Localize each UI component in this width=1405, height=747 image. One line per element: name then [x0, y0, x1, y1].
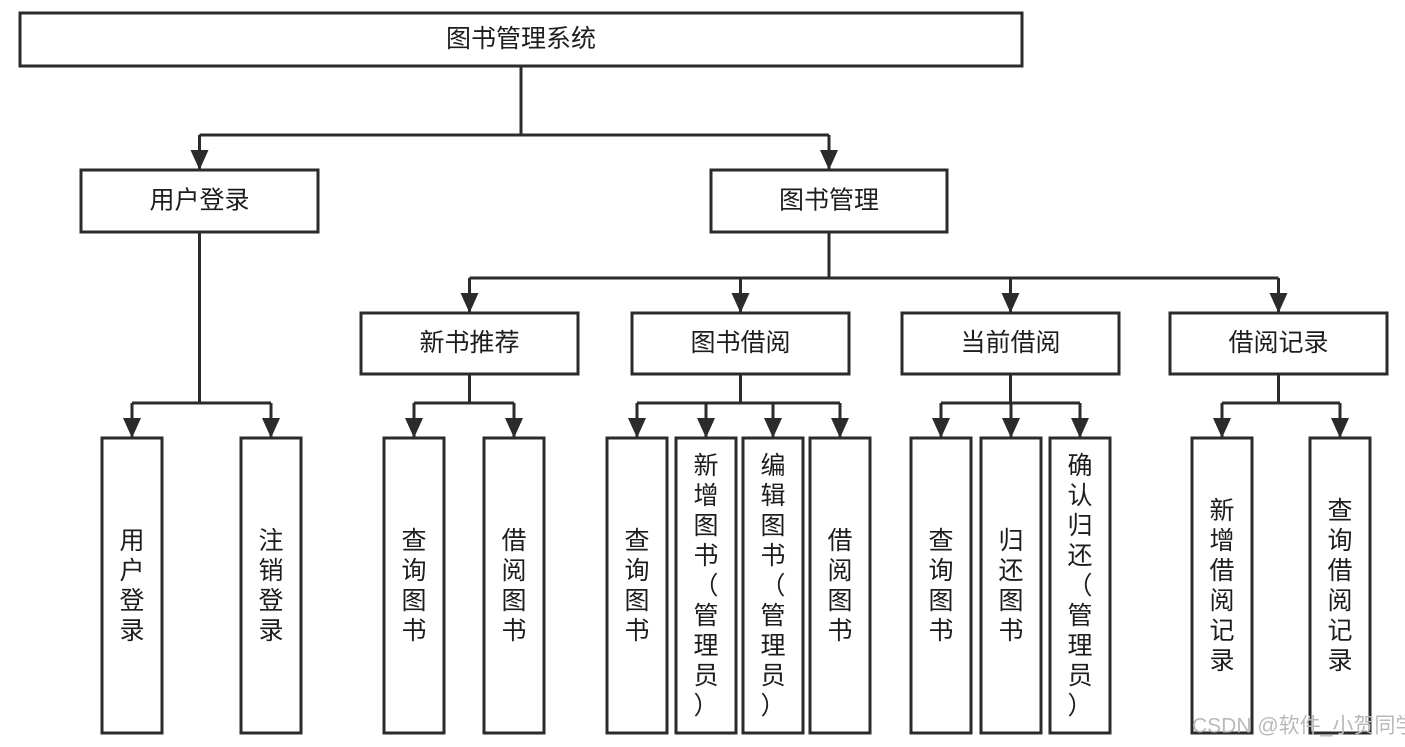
node-layer: 图书管理系统用户登录图书管理新书推荐图书借阅当前借阅借阅记录用户登录注销登录查询…	[18, 11, 1389, 735]
node-box-borrow-record[interactable]	[1168, 311, 1389, 376]
edge-group-current-borrow	[932, 374, 1089, 438]
node-leaf-add-book[interactable]: 新增图书（管理员）	[674, 436, 738, 735]
arrow-head-icon	[123, 418, 141, 438]
edge-group-user-login	[123, 232, 280, 438]
node-label-leaf-edit-book: 编辑图书（管理员）	[760, 452, 785, 720]
node-leaf-user-login[interactable]: 用户登录	[100, 436, 164, 735]
node-box-current-borrow[interactable]	[900, 311, 1121, 376]
node-leaf-query-book-2[interactable]: 查询图书	[605, 436, 669, 735]
node-label-leaf-add-book: 新增图书（管理员）	[693, 452, 718, 720]
node-label-root: 图书管理系统	[446, 25, 596, 53]
arrow-head-icon	[820, 150, 838, 170]
node-leaf-query-record[interactable]: 查询借阅记录	[1308, 436, 1372, 735]
node-label-leaf-borrow-book-2: 借阅图书	[827, 527, 852, 645]
node-box-leaf-query-record[interactable]	[1308, 436, 1372, 735]
node-box-root[interactable]	[18, 11, 1024, 68]
node-leaf-borrow-book-1[interactable]: 借阅图书	[482, 436, 546, 735]
arrow-head-icon	[1213, 418, 1231, 438]
node-leaf-query-book-3[interactable]: 查询图书	[909, 436, 973, 735]
watermark-label: CSDN @软件_小贺同学	[1192, 715, 1405, 738]
node-label-leaf-query-book-1: 查询图书	[401, 527, 426, 645]
node-box-leaf-confirm-return[interactable]	[1048, 436, 1112, 735]
node-new-book-rec[interactable]: 新书推荐	[359, 311, 580, 376]
node-box-book-borrow[interactable]	[630, 311, 851, 376]
node-box-leaf-logout[interactable]	[239, 436, 303, 735]
node-label-leaf-confirm-return: 确认归还（管理员）	[1067, 452, 1092, 720]
arrow-head-icon	[1002, 418, 1020, 438]
node-label-leaf-add-record: 新增借阅记录	[1209, 497, 1234, 675]
node-label-user-login: 用户登录	[149, 187, 249, 215]
node-box-new-book-rec[interactable]	[359, 311, 580, 376]
arrow-head-icon	[764, 418, 782, 438]
node-leaf-borrow-book-2[interactable]: 借阅图书	[808, 436, 872, 735]
node-label-book-borrow: 图书借阅	[690, 329, 790, 357]
node-box-leaf-query-book-3[interactable]	[909, 436, 973, 735]
arrow-head-icon	[1269, 293, 1288, 313]
node-label-leaf-query-book-2: 查询图书	[624, 527, 649, 645]
node-leaf-return-book[interactable]: 归还图书	[979, 436, 1043, 735]
node-leaf-confirm-return[interactable]: 确认归还（管理员）	[1048, 436, 1112, 735]
edge-group-borrow-record	[1213, 374, 1349, 438]
node-label-leaf-query-book-3: 查询图书	[928, 527, 953, 645]
arrow-head-icon	[697, 418, 715, 438]
node-box-leaf-query-book-2[interactable]	[605, 436, 669, 735]
node-root[interactable]: 图书管理系统	[18, 11, 1024, 68]
node-label-borrow-record: 借阅记录	[1228, 329, 1328, 357]
node-current-borrow[interactable]: 当前借阅	[900, 311, 1121, 376]
edge-group-book-borrow	[628, 374, 849, 438]
arrow-head-icon	[831, 418, 849, 438]
node-book-manage[interactable]: 图书管理	[709, 168, 949, 234]
node-label-leaf-query-record: 查询借阅记录	[1327, 497, 1352, 675]
arrow-head-icon	[262, 418, 280, 438]
node-box-leaf-user-login[interactable]	[100, 436, 164, 735]
arrow-head-icon	[731, 293, 750, 313]
node-box-leaf-edit-book[interactable]	[741, 436, 805, 735]
node-box-user-login[interactable]	[79, 168, 320, 234]
arrow-head-icon	[1001, 293, 1020, 313]
node-leaf-logout[interactable]: 注销登录	[239, 436, 303, 735]
node-label-leaf-logout: 注销登录	[258, 527, 283, 645]
node-box-leaf-add-record[interactable]	[1190, 436, 1254, 735]
arrow-head-icon	[932, 418, 950, 438]
node-label-book-manage: 图书管理	[779, 187, 879, 215]
arrow-head-icon	[1071, 418, 1089, 438]
arrow-head-icon	[190, 150, 209, 170]
node-box-leaf-query-book-1[interactable]	[382, 436, 446, 735]
node-leaf-edit-book[interactable]: 编辑图书（管理员）	[741, 436, 805, 735]
node-box-leaf-add-book[interactable]	[674, 436, 738, 735]
node-leaf-query-book-1[interactable]: 查询图书	[382, 436, 446, 735]
node-leaf-add-record[interactable]: 新增借阅记录	[1190, 436, 1254, 735]
node-box-book-manage[interactable]	[709, 168, 949, 234]
node-box-leaf-borrow-book-2[interactable]	[808, 436, 872, 735]
arrow-head-icon	[405, 418, 423, 438]
node-box-leaf-borrow-book-1[interactable]	[482, 436, 546, 735]
node-label-leaf-user-login: 用户登录	[119, 527, 144, 645]
arrow-head-icon	[1331, 418, 1349, 438]
node-user-login[interactable]: 用户登录	[79, 168, 320, 234]
edge-group-root	[190, 66, 838, 170]
node-label-leaf-borrow-book-1: 借阅图书	[501, 527, 526, 645]
node-book-borrow[interactable]: 图书借阅	[630, 311, 851, 376]
node-label-current-borrow: 当前借阅	[960, 329, 1060, 357]
edge-group-new-book-rec	[405, 374, 523, 438]
edge-group-book-manage	[460, 232, 1288, 313]
node-borrow-record[interactable]: 借阅记录	[1168, 311, 1389, 376]
arrow-head-icon	[628, 418, 646, 438]
node-box-leaf-return-book[interactable]	[979, 436, 1043, 735]
node-label-leaf-return-book: 归还图书	[998, 527, 1023, 645]
node-label-new-book-rec: 新书推荐	[419, 329, 519, 357]
arrow-head-icon	[460, 293, 479, 313]
arrow-head-icon	[505, 418, 523, 438]
connector-layer	[123, 66, 1349, 438]
